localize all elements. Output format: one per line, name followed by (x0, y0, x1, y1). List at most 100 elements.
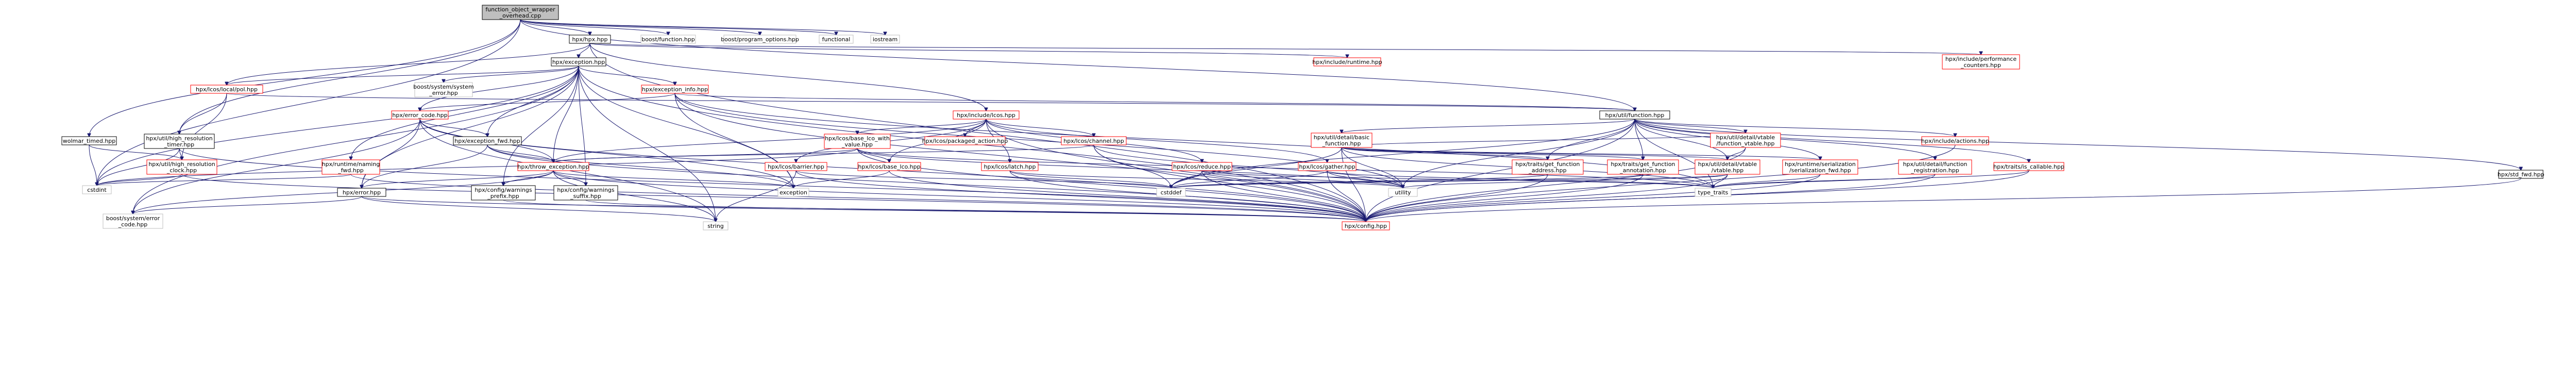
node-get_function_annotation[interactable]: hpx/traits/get_function_annotation.hpp (1607, 159, 1679, 175)
node-lcos_latch[interactable]: hpx/lcos/latch.hpp (981, 162, 1039, 171)
node-label-warnings_prefix: hpx/config/warnings (474, 187, 532, 193)
node-exception_std: exception (777, 188, 809, 197)
node-hr_timer[interactable]: hpx/util/high_resolution_timer.hpp (144, 134, 215, 149)
node-label-warnings_prefix: _prefix.hpp (487, 193, 519, 200)
node-label-get_function_address: hpx/traits/get_function (1515, 161, 1580, 168)
edge-base_lco_value-to-utility (857, 148, 1403, 188)
node-hr_clock[interactable]: hpx/util/high_resolution_clock.hpp (146, 159, 217, 175)
node-perf_counters[interactable]: hpx/include/performance_counters.hpp (1942, 54, 2020, 70)
node-box-boost_program_options (723, 35, 796, 44)
node-box-boost_function (640, 35, 696, 44)
edge-lcos_gather-to-cstddef (1171, 170, 1328, 188)
node-function_vtable[interactable]: hpx/util/detail/vtable/function_vtable.h… (1710, 133, 1781, 148)
node-get_function_address[interactable]: hpx/traits/get_function_address.hpp (1512, 159, 1584, 175)
node-lcos_gather[interactable]: hpx/lcos/gather.hpp (1298, 162, 1357, 171)
node-label-lcos_reduce: hpx/lcos/reduce.hpp (1173, 163, 1231, 170)
edge-wolmar_timer-to-cstdint (89, 144, 97, 186)
node-packaged_action[interactable]: hpx/lcos/packaged_action.hpp (922, 136, 1008, 145)
node-box-get_function_address (1512, 159, 1584, 175)
node-runtime[interactable]: hpx/include/runtime.hpp (1312, 57, 1382, 67)
node-label-runtime: hpx/include/runtime.hpp (1312, 59, 1382, 65)
edge-hpx_hpp-to-perf_counters (589, 43, 1981, 55)
edge-vtable_hpp-to-cstddef (1171, 174, 1728, 188)
node-label-root: function_object_wrapper (485, 6, 555, 13)
edge-hpx_hpp-to-config (589, 43, 1366, 222)
node-std_fwd[interactable]: hpx/std_fwd.hpp (2498, 170, 2545, 179)
node-lcos_local_pol[interactable]: hpx/lcos/local/pol.hpp (190, 85, 263, 94)
node-error_code[interactable]: hpx/error_code.hpp (391, 110, 449, 120)
node-config[interactable]: hpx/config.hpp (1342, 221, 1390, 230)
node-label-lcos_gather: hpx/lcos/gather.hpp (1299, 163, 1355, 170)
node-label-util_function: hpx/util/function.hpp (1605, 112, 1665, 119)
node-label-hr_clock: hpx/util/high_resolution (148, 161, 215, 168)
node-throw_exception[interactable]: hpx/throw_exception.hpp (517, 162, 589, 171)
node-is_callable[interactable]: hpx/traits/is_callable.hpp (1993, 162, 2064, 171)
node-boost_sys_err: boost/system/system_error.hpp (413, 82, 474, 97)
node-lcos_barrier[interactable]: hpx/lcos/barrier.hpp (765, 162, 827, 171)
edge-root-to-cstdint (97, 19, 521, 186)
edge-exception_info-to-util_function (674, 93, 1635, 111)
node-base_lco[interactable]: hpx/lcos/base_lco.hpp (857, 162, 921, 171)
node-exception_info[interactable]: hpx/exception_info.hpp (641, 85, 709, 94)
edges-layer (89, 19, 2521, 222)
edge-exception-to-boost_error_code (133, 65, 579, 214)
node-lcos_channel[interactable]: hpx/lcos/channel.hpp (1061, 136, 1127, 145)
node-include_actions[interactable]: hpx/include/actions.hpp (1921, 136, 1989, 145)
edge-exception-to-warnings_prefix (503, 65, 579, 186)
edge-lcos_latch-to-cstddef (1009, 170, 1171, 188)
node-warnings_prefix[interactable]: hpx/config/warnings_prefix.hpp (471, 185, 536, 201)
edge-hpx_hpp-to-runtime (589, 43, 1347, 58)
nodes-layer: function_object_wrapper_overhead.cpp hpx/… (61, 5, 2545, 230)
node-label-config: hpx/config.hpp (1345, 223, 1387, 229)
edge-throw_exception-to-exception_std (553, 170, 793, 188)
edge-exception_info-to-utility (674, 93, 1403, 188)
node-root[interactable]: function_object_wrapper_overhead.cpp (482, 5, 559, 20)
node-boost_error_code: boost/system/error_code.hpp (103, 213, 163, 229)
edge-exception_info-to-error_code (420, 93, 675, 111)
edge-lcos_hpp-to-packaged_action (965, 119, 987, 137)
node-wolmar_timer[interactable]: wolmar_timed.hpp (61, 136, 117, 145)
node-box-serialization_fwd (1782, 159, 1858, 175)
node-lcos_reduce[interactable]: hpx/lcos/reduce.hpp (1172, 162, 1232, 171)
edge-lcos_hpp-to-lcos_barrier (796, 119, 987, 162)
node-errors[interactable]: hpx/error.hpp (337, 188, 386, 197)
node-vtable_hpp[interactable]: hpx/util/detail/vtable/vtable.hpp (1694, 159, 1760, 175)
node-lcos_hpp[interactable]: hpx/include/lcos.hpp (953, 110, 1020, 120)
edge-util_function-to-function_registration (1634, 119, 1935, 160)
edge-lcos_hpp-to-lcos_gather (986, 119, 1327, 162)
node-label-warnings_suffix: _suffix.hpp (570, 193, 601, 200)
node-runtime_naming[interactable]: hpx/runtime/naming_fwd.hpp (321, 159, 380, 175)
edge-vtable_basic-to-get_function_address (1341, 147, 1548, 160)
node-label-root: _overhead.cpp (499, 12, 541, 19)
edge-base_lco_value-to-type_traits (857, 148, 1713, 188)
edge-exception_info-to-config (674, 93, 1366, 222)
node-box-lcos_local_pol (190, 85, 263, 94)
node-box-utility (1388, 188, 1418, 197)
edge-lcos_local_pol-to-hr_timer (179, 93, 227, 134)
node-box-exception (551, 57, 606, 67)
edge-vtable_basic-to-vtable_hpp (1341, 147, 1727, 160)
node-exception_fwd[interactable]: hpx/exception_fwd.hpp (453, 136, 522, 145)
edge-errors-to-string (361, 196, 716, 222)
node-util_function[interactable]: hpx/util/function.hpp (1599, 110, 1670, 120)
edge-root-to-functional (520, 19, 836, 35)
edge-hpx_hpp-to-lcos_local_pol (227, 43, 590, 85)
edge-util_function-to-cstddef (1171, 119, 1635, 188)
node-box-throw_exception (517, 162, 589, 171)
edge-root-to-hpx_hpp (520, 19, 590, 35)
edge-runtime_naming-to-cstdint (97, 174, 351, 186)
edge-get_function_address-to-cstddef (1171, 174, 1548, 188)
node-hpx_hpp[interactable]: hpx/hpx.hpp (569, 35, 611, 44)
node-serialization_fwd[interactable]: hpx/runtime/serialization/serialization_… (1782, 159, 1858, 175)
edge-lcos_reduce-to-utility (1201, 170, 1403, 188)
node-label-exception_info: hpx/exception_info.hpp (642, 86, 708, 93)
edge-vtable_basic-to-cstddef (1171, 147, 1342, 188)
node-label-packaged_action: hpx/lcos/packaged_action.hpp (922, 138, 1008, 144)
node-function_registration[interactable]: hpx/util/detail/function_registration.hp… (1898, 159, 1972, 175)
node-exception[interactable]: hpx/exception.hpp (551, 57, 606, 67)
node-warnings_suffix[interactable]: hpx/config/warnings_suffix.hpp (553, 185, 618, 201)
edge-root-to-util_function (520, 19, 1635, 111)
node-vtable_basic[interactable]: hpx/util/detail/basic_function.hpp (1311, 133, 1372, 148)
node-base_lco_value[interactable]: hpx/lcos/base_lco_with_value.hpp (824, 134, 891, 149)
node-functional: functional (819, 35, 854, 44)
